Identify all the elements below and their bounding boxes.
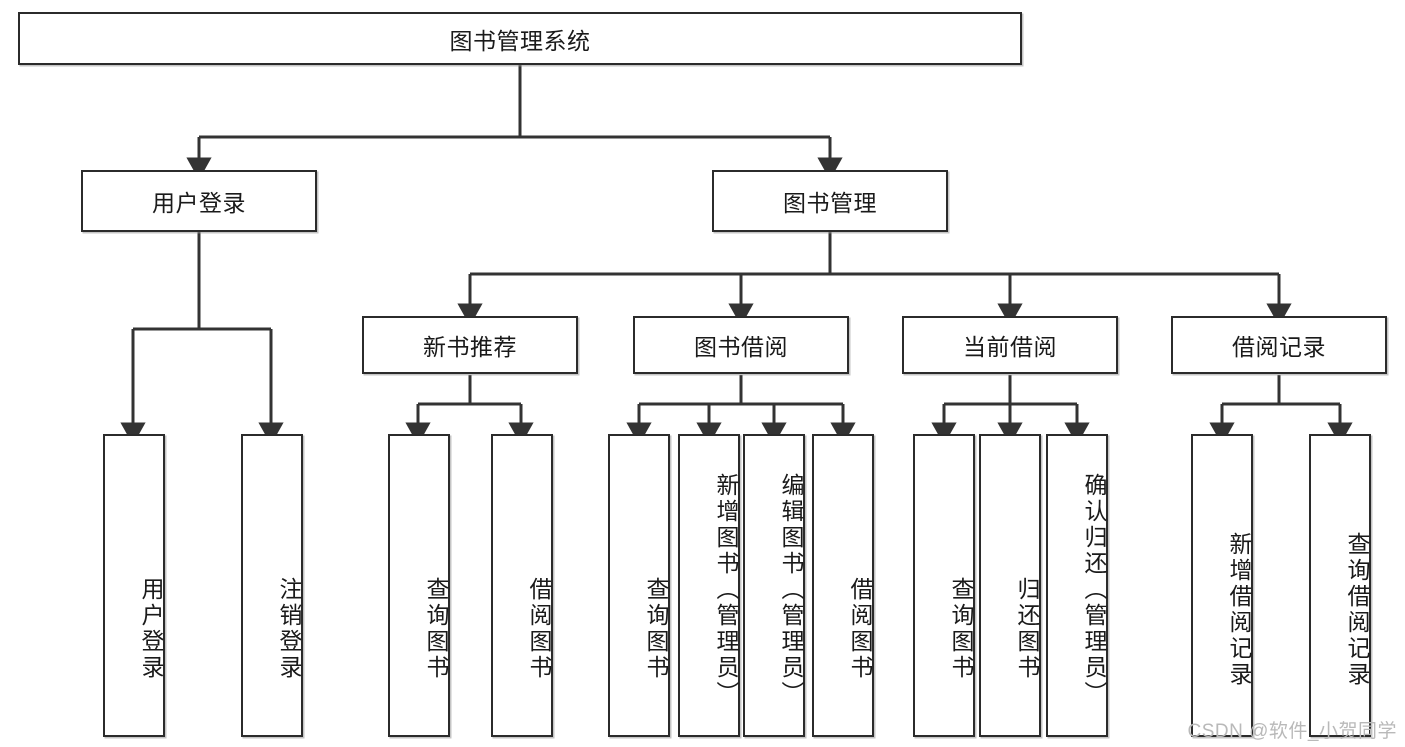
node-label: 查询图书 [423,576,449,681]
node-label: 注销登录 [276,576,302,681]
leaf-return-book[interactable]: 归还图书 [979,434,1041,737]
leaf-query-book-1[interactable]: 查询图书 [388,434,450,737]
leaf-query-book-2[interactable]: 查询图书 [608,434,670,737]
leaf-add-record[interactable]: 新增借阅记录 [1191,434,1253,737]
leaf-query-record[interactable]: 查询借阅记录 [1309,434,1371,737]
node-label: 当前借阅 [963,334,1057,360]
node-label: 确认归还（管理员） [1081,472,1107,707]
node-label: 新增借阅记录 [1226,531,1252,688]
node-user-login[interactable]: 用户登录 [81,170,317,232]
node-label: 查询借阅记录 [1344,531,1370,688]
node-label: 用户登录 [152,190,246,216]
leaf-borrow-book-2[interactable]: 借阅图书 [812,434,874,737]
leaf-add-book[interactable]: 新增图书（管理员） [678,434,740,737]
watermark-text: CSDN @软件_小贺同学 [1187,721,1397,742]
node-label: 借阅图书 [847,576,873,681]
node-label: 新增图书（管理员） [713,472,739,707]
leaf-query-book-3[interactable]: 查询图书 [913,434,975,737]
node-label: 图书借阅 [694,334,788,360]
node-root-system[interactable]: 图书管理系统 [18,12,1022,65]
node-label: 归还图书 [1014,576,1040,681]
leaf-confirm-return[interactable]: 确认归还（管理员） [1046,434,1108,737]
leaf-user-login[interactable]: 用户登录 [103,434,165,737]
node-current-borrow[interactable]: 当前借阅 [902,316,1118,374]
node-label: 图书管理 [783,190,877,216]
leaf-borrow-book-1[interactable]: 借阅图书 [491,434,553,737]
node-book-manage[interactable]: 图书管理 [712,170,948,232]
node-borrow-record[interactable]: 借阅记录 [1171,316,1387,374]
leaf-edit-book[interactable]: 编辑图书（管理员） [743,434,805,737]
node-label: 借阅记录 [1232,334,1326,360]
node-label: 查询图书 [643,576,669,681]
node-label: 图书管理系统 [449,27,591,54]
leaf-logout[interactable]: 注销登录 [241,434,303,737]
node-new-book-rec[interactable]: 新书推荐 [362,316,578,374]
node-label: 查询图书 [948,576,974,681]
node-book-borrow[interactable]: 图书借阅 [633,316,849,374]
node-label: 编辑图书（管理员） [778,472,804,707]
node-label: 借阅图书 [526,576,552,681]
node-label: 新书推荐 [423,334,517,360]
node-label: 用户登录 [138,576,164,681]
